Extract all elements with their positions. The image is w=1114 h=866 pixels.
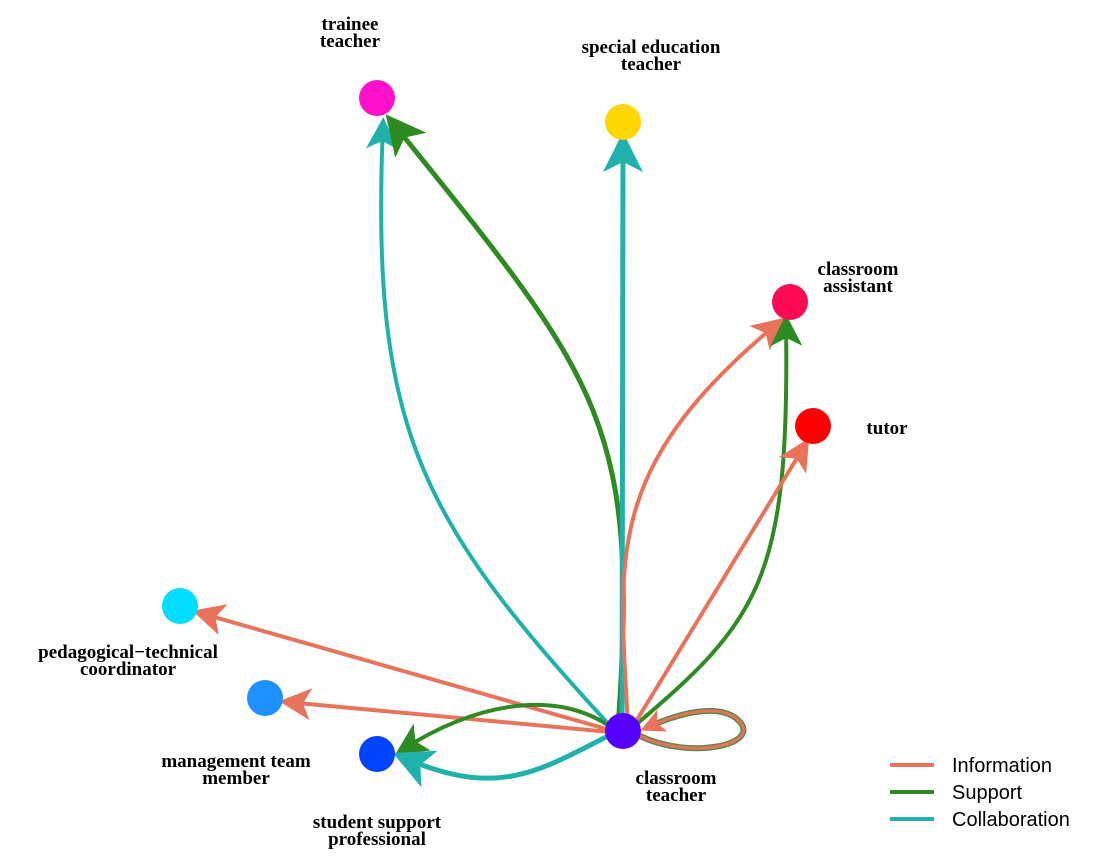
node-pedagogical-technical-coordinator[interactable] xyxy=(162,588,198,624)
label-classroom-assistant-line2: assistant xyxy=(823,276,893,297)
edge-information-classroom-assistant xyxy=(621,317,785,729)
label-classroom-teacher-line2: teacher xyxy=(646,785,707,806)
node-labels: trainee teacher special education teache… xyxy=(38,14,908,850)
label-student-support-professional-line1: student support xyxy=(313,812,442,833)
legend-label-collaboration: Collaboration xyxy=(952,809,1070,831)
node-trainee-teacher[interactable] xyxy=(359,80,395,116)
node-classroom-teacher[interactable] xyxy=(605,713,641,749)
edge-support-student-support-professional xyxy=(395,703,614,755)
nodes xyxy=(162,80,831,772)
label-pedagogical-technical-coordinator-line1: pedagogical−technical xyxy=(38,642,218,663)
legend-label-support: Support xyxy=(952,782,1022,804)
edge-collaboration-trainee-teacher xyxy=(365,117,616,732)
node-tutor[interactable] xyxy=(795,408,831,444)
node-classroom-assistant[interactable] xyxy=(772,284,808,320)
label-tutor: tutor xyxy=(866,418,908,439)
legend: Information Support Collaboration xyxy=(890,755,1070,831)
label-special-education-teacher-line2: teacher xyxy=(621,54,682,75)
label-management-team-member-line2: member xyxy=(202,768,270,789)
edge-information-management-team-member xyxy=(279,688,611,734)
node-student-support-professional[interactable] xyxy=(359,736,395,772)
edge-collaboration-student-support-professional xyxy=(392,731,614,788)
label-special-education-teacher-line1: special education xyxy=(582,37,721,58)
label-trainee-teacher-line1: trainee xyxy=(322,14,379,35)
edge-support-classroom-assistant xyxy=(630,314,803,730)
label-classroom-assistant-line1: classroom xyxy=(818,259,899,280)
label-management-team-member-line1: management team xyxy=(161,751,310,772)
edge-support-trainee-teacher xyxy=(385,114,626,729)
node-management-team-member[interactable] xyxy=(247,680,283,716)
label-classroom-teacher-line1: classroom xyxy=(636,768,717,789)
node-special-education-teacher[interactable] xyxy=(605,104,641,140)
edge-information-tutor xyxy=(630,438,810,730)
label-pedagogical-technical-coordinator-line2: coordinator xyxy=(80,659,177,680)
edge-information-pedagogical-technical-coordinator xyxy=(192,604,611,732)
legend-label-information: Information xyxy=(952,755,1052,777)
label-trainee-teacher-line2: teacher xyxy=(320,31,381,52)
edge-information-self-loop-inner xyxy=(639,709,745,750)
label-student-support-professional-line2: professional xyxy=(328,829,426,850)
edges xyxy=(192,114,810,788)
